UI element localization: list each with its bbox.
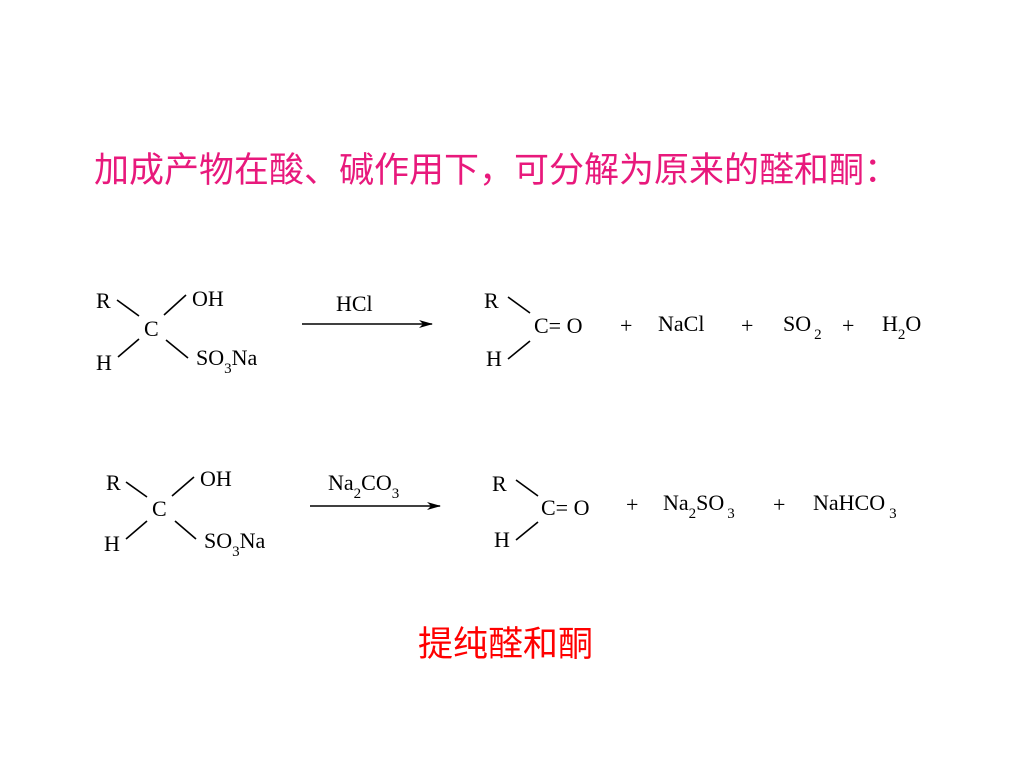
product-carbonyl-label: C= O <box>534 313 582 338</box>
bond-line <box>165 339 189 359</box>
product-carbonyl-label: C= O <box>541 495 589 520</box>
bond-line <box>171 476 195 497</box>
reactant-carbon-label: C <box>152 496 167 521</box>
bond-line <box>515 521 539 541</box>
plus-sign: + <box>626 492 638 517</box>
product-r-label: R <box>492 471 507 496</box>
reactant-h-label: H <box>104 531 120 556</box>
reagent-label: Na2CO3 <box>328 470 399 502</box>
bond-line <box>174 520 197 540</box>
bond-line <box>507 296 531 314</box>
reactant-carbon-label: C <box>144 316 159 341</box>
plus-sign: + <box>741 313 753 338</box>
plus-sign: + <box>620 313 632 338</box>
heading: 加成产物在酸、碱作用下，可分解为原来的醛和酮： <box>94 151 900 191</box>
product-1: R C= O H <box>484 288 582 371</box>
reactant-oh-label: OH <box>192 286 224 311</box>
plus-sign: + <box>773 492 785 517</box>
reactant-so3na-label: SO3Na <box>196 345 258 377</box>
product-r-label: R <box>484 288 499 313</box>
bond-line <box>125 520 148 540</box>
reactant-r-label: R <box>106 470 121 495</box>
byproduct-h2o: H2O <box>882 311 921 343</box>
reactant-so3na-label: SO3Na <box>204 528 266 560</box>
bond-line <box>117 338 140 358</box>
bond-line <box>125 481 148 498</box>
product-2: R C= O H <box>492 471 589 552</box>
plus-sign: + <box>842 313 854 338</box>
bond-line <box>515 479 539 497</box>
product-h-label: H <box>494 527 510 552</box>
product-h-label: H <box>486 346 502 371</box>
reactant-1: R C OH H SO3Na <box>96 286 258 377</box>
reactant-2: R C OH H SO3Na <box>104 466 266 560</box>
footer-note: 提纯醛和酮 <box>418 625 594 665</box>
bond-line <box>163 294 187 316</box>
bond-line <box>507 340 531 360</box>
reactant-h-label: H <box>96 350 112 375</box>
byproduct-nacl: NaCl <box>658 311 704 336</box>
reactant-oh-label: OH <box>200 466 232 491</box>
reactant-r-label: R <box>96 288 111 313</box>
bond-line <box>116 299 140 317</box>
reagent-label: HCl <box>336 291 373 316</box>
